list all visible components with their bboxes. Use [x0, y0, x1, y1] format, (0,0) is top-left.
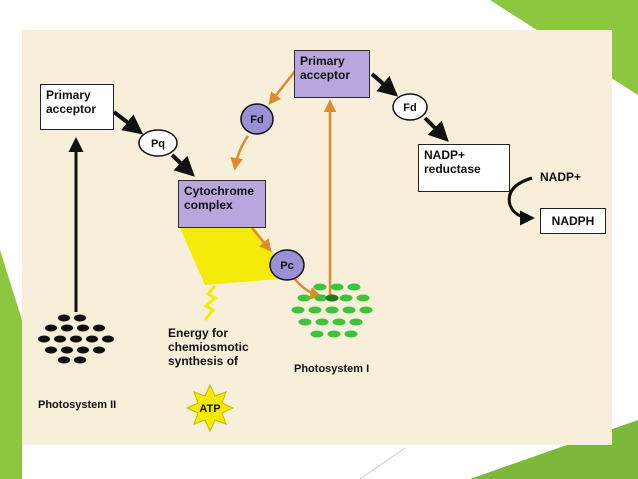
cytochrome-complex-box: Cytochrome complex [178, 180, 266, 228]
ps2-primary-acceptor-label: Primary acceptor [46, 88, 97, 116]
pc-label: Pc [280, 260, 293, 272]
arrow-fd-to-cytochrome [230, 135, 250, 171]
atp-starburst [185, 383, 235, 433]
atp-label: ATP [199, 403, 220, 415]
ps1-primary-acceptor-box: Primary acceptor [294, 50, 370, 98]
arrow-fd-to-reductase [423, 116, 449, 142]
arrow-pq-to-cytochrome [170, 153, 195, 177]
fd-left-label: Fd [250, 114, 263, 126]
nadph-label: NADPH [551, 214, 595, 228]
energy-text-label: Energy for chemiosmotic synthesis of [168, 326, 249, 368]
ps1-reaction-center [325, 294, 339, 302]
cytochrome-complex-label: Cytochrome complex [184, 184, 255, 212]
nadp-plus-label: NADP+ [540, 170, 582, 184]
ps2-primary-acceptor-box: Primary acceptor [40, 84, 114, 130]
ps1-primary-acceptor-label: Primary acceptor [300, 54, 351, 82]
fd-right-label: Fd [403, 102, 416, 114]
arrow-acceptor-to-pq [112, 110, 144, 135]
arrow-acceptor-to-fd-cyclic [268, 69, 297, 105]
diagram-panel [22, 30, 612, 445]
pq-label: Pq [151, 138, 165, 150]
photosystem-i-label: Photosystem I [294, 363, 370, 375]
fd-left-carrier [240, 103, 274, 135]
pc-carrier [269, 249, 305, 281]
nadp-reductase-label: NADP+ reductase [424, 148, 481, 176]
photosystem-i-cluster [291, 283, 373, 338]
nadp-reductase-box: NADP+ reductase [418, 144, 510, 192]
bottom-divider-line [359, 447, 406, 479]
lightning-bolt [203, 285, 218, 321]
pq-carrier [138, 129, 178, 157]
arrow-nadp-to-nadph [507, 176, 535, 226]
photosystem-ii-label: Photosystem II [38, 399, 117, 411]
photosystem-ii-cluster [38, 314, 114, 364]
arrow-acceptor-to-fd [370, 72, 399, 97]
fd-right-carrier [392, 93, 428, 121]
arrow-cytochrome-to-pc [251, 227, 272, 252]
nadph-box: NADPH [540, 208, 606, 234]
left-green-accent [0, 250, 22, 479]
